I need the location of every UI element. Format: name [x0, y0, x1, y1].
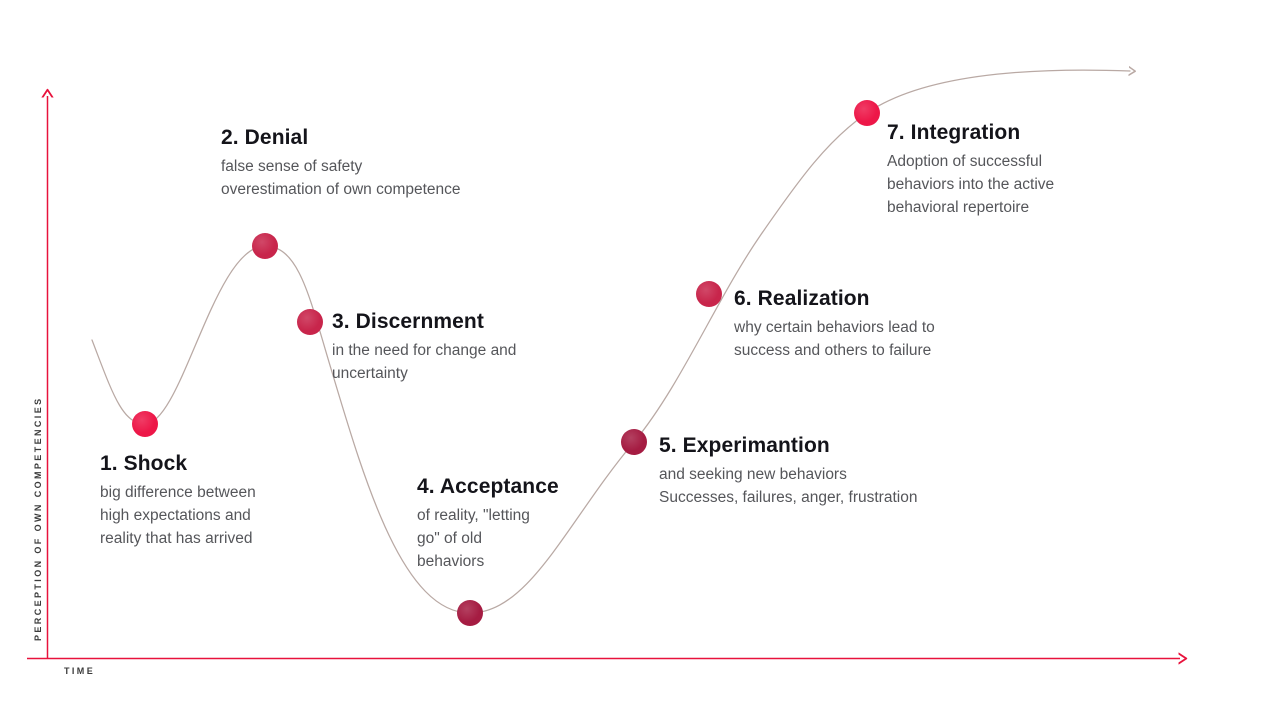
stage-description-7: Adoption of successful behaviors into the… — [887, 151, 1054, 220]
stage-description-line: high expectations and — [100, 507, 251, 525]
stage-description-line: Successes, failures, anger, frustration — [659, 489, 918, 507]
stage-title-5: 5. Experimantion — [659, 434, 830, 457]
stage-dot-5[interactable] — [621, 429, 647, 455]
stage-title-1: 1. Shock — [100, 452, 188, 475]
stage-title-6: 6. Realization — [734, 287, 870, 310]
stage-description-line: in the need for change and — [332, 342, 517, 360]
stage-description-1: big difference between high expectations … — [100, 482, 256, 551]
stage-description-line: reality that has arrived — [100, 530, 253, 548]
stage-description-2: false sense of safety overestimation of o… — [221, 156, 461, 202]
stage-dot-1[interactable] — [132, 411, 158, 437]
stage-description-line: uncertainty — [332, 365, 408, 383]
stage-description-line: overestimation of own competence — [221, 181, 461, 199]
stage-description-line: why certain behaviors lead to — [734, 319, 935, 337]
stage-dot-6[interactable] — [696, 281, 722, 307]
stage-description-line: behaviors — [417, 553, 485, 571]
stage-block-6: 6. Realization why certain behaviors lead… — [734, 287, 935, 363]
stage-description-3: in the need for change and uncertainty — [332, 340, 516, 386]
stage-dot-3[interactable] — [297, 309, 323, 335]
stage-block-5: 5. Experimantion and seeking new behavior… — [659, 434, 917, 510]
stage-description-line: Adoption of successful — [887, 153, 1043, 171]
stage-description-line: go" of old — [417, 530, 482, 548]
stage-title-2: 2. Denial — [221, 126, 309, 149]
stage-description-line: of reality, "letting — [417, 507, 530, 525]
stage-dot-4[interactable] — [457, 600, 483, 626]
x-axis-label: TIME — [64, 666, 96, 676]
stage-description-line: big difference between — [100, 484, 256, 502]
stage-description-4: of reality, "letting go" of old behaviors — [417, 505, 559, 574]
y-axis-label: PERCEPTION OF OWN COMPETENCIES — [33, 396, 43, 641]
stage-block-1: 1. Shock big difference between high expec… — [100, 452, 256, 551]
stage-title-3: 3. Discernment — [332, 310, 484, 333]
stage-description-line: behaviors into the active — [887, 176, 1055, 194]
stage-block-4: 4. Acceptance of reality, "letting go" of … — [417, 475, 559, 574]
stage-description-line: and seeking new behaviors — [659, 466, 847, 484]
stage-title-7: 7. Integration — [887, 121, 1021, 144]
stage-dot-layer — [132, 100, 880, 626]
stage-title-4: 4. Acceptance — [417, 475, 559, 498]
stage-dot-2[interactable] — [252, 233, 278, 259]
stage-description-6: why certain behaviors lead to success and… — [734, 317, 935, 363]
stage-description-line: behavioral repertoire — [887, 199, 1030, 217]
stage-block-2: 2. Denial false sense of safety overestima… — [221, 126, 461, 202]
stage-description-line: false sense of safety — [221, 158, 363, 176]
stage-dot-7[interactable] — [854, 100, 880, 126]
stage-description-line: success and others to failure — [734, 342, 932, 360]
stage-block-3: 3. Discernment in the need for change and… — [332, 310, 516, 386]
